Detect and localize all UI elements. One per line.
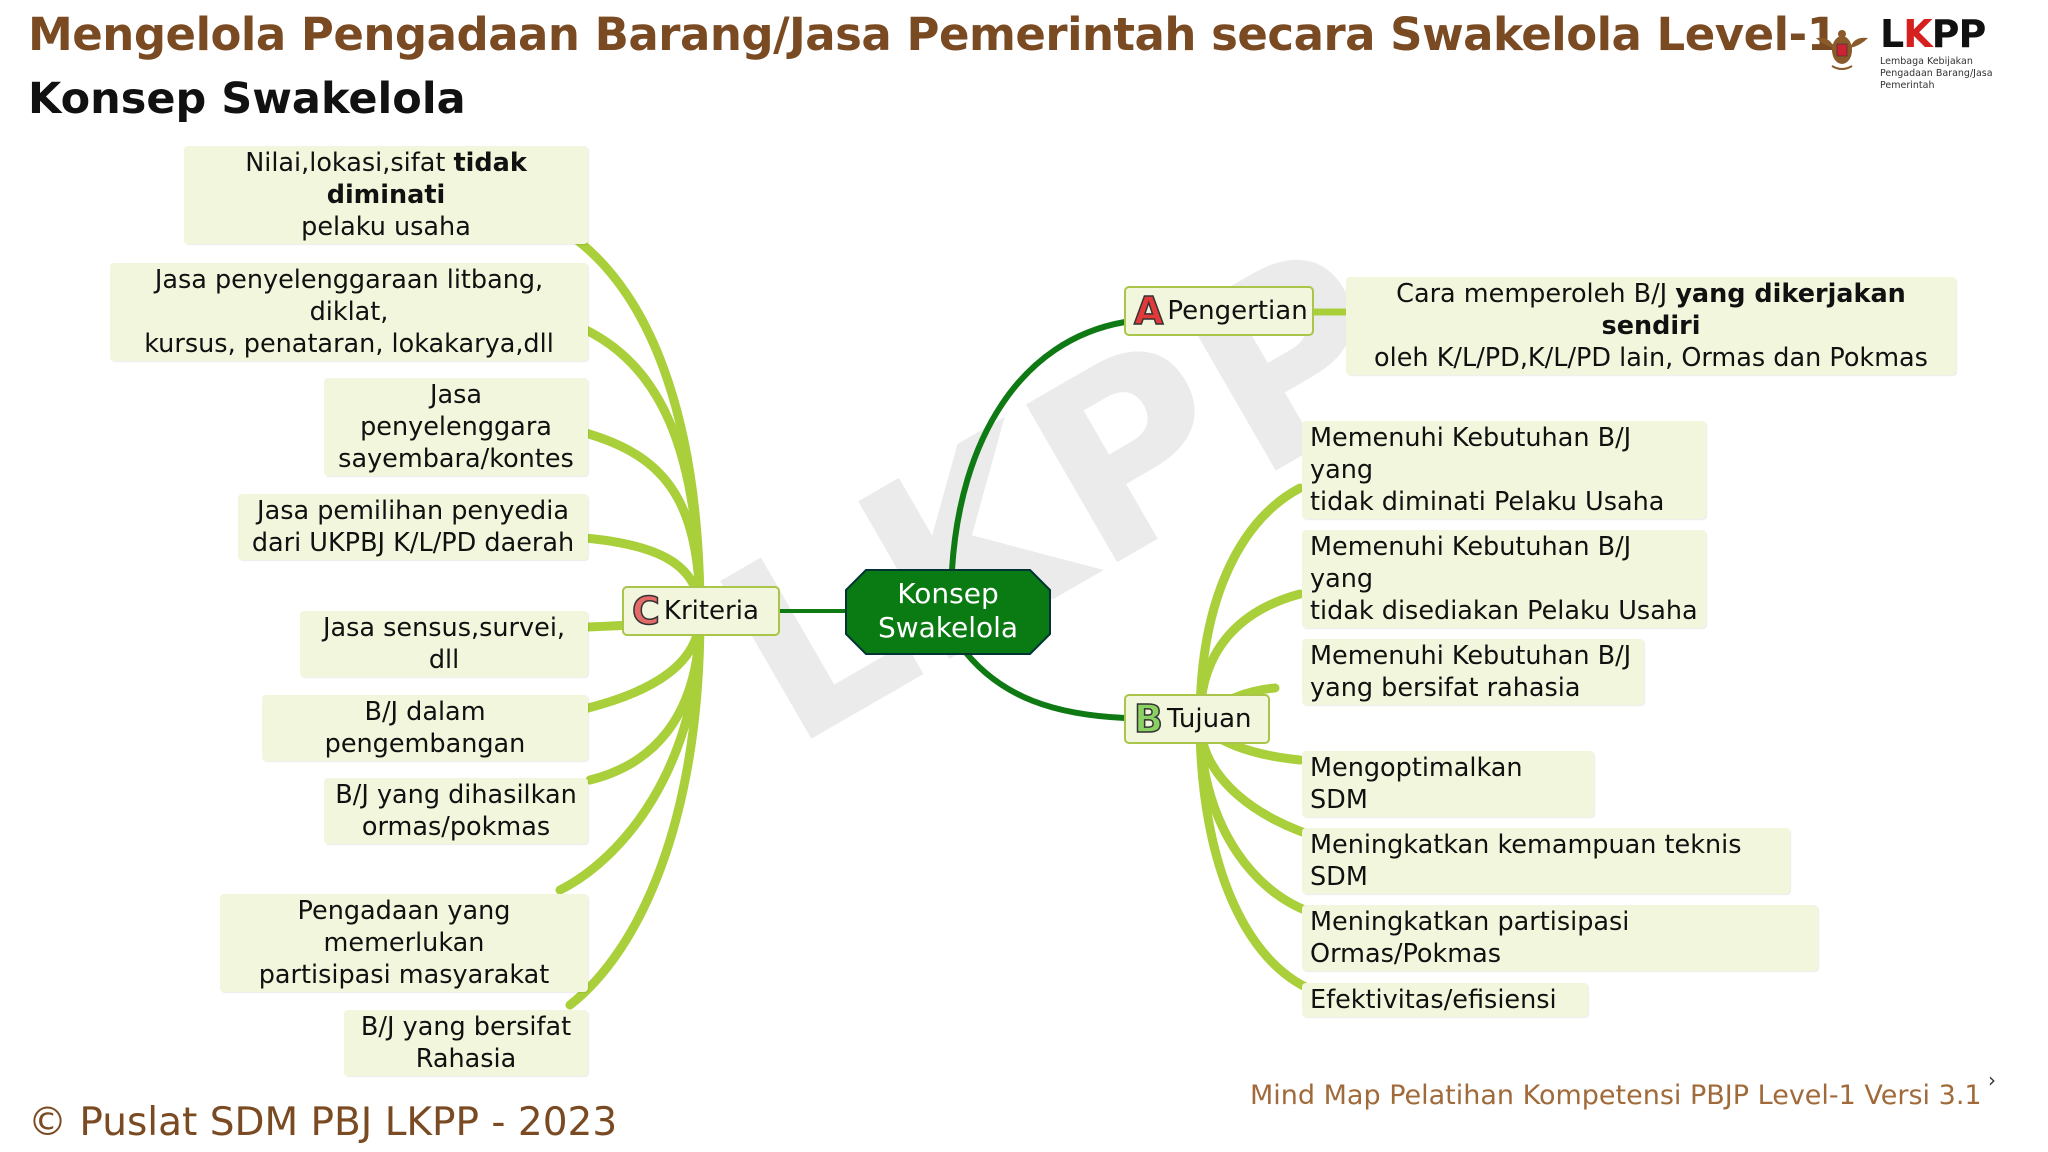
lkpp-logo-caption: Lembaga Kebijakan Pengadaan Barang/Jasa … xyxy=(1880,56,1993,91)
center-node-shape xyxy=(845,569,1051,655)
chevron-right-icon: › xyxy=(1988,1068,1996,1092)
tujuan-item: Meningkatkan partisipasi Ormas/Pokmas xyxy=(1302,905,1818,971)
lkpp-logo: LKPP xyxy=(1880,12,1986,56)
kriteria-item: Nilai,lokasi,sifat tidak diminati pelaku… xyxy=(184,146,588,244)
pengertian-label: Pengertian xyxy=(1167,296,1308,326)
tujuan-item: Efektivitas/efisiensi xyxy=(1302,983,1588,1017)
letter-a-icon: A xyxy=(1133,288,1164,334)
kriteria-label: Kriteria xyxy=(663,596,759,626)
tujuan-hub: B Tujuan xyxy=(1124,694,1270,744)
copyright-text: © Puslat SDM PBJ LKPP - 2023 xyxy=(28,1100,618,1145)
kriteria-item: Jasa penyelenggaraan litbang, diklat,kur… xyxy=(110,263,588,361)
footer-caption: Mind Map Pelatihan Kompetensi PBJP Level… xyxy=(1250,1080,1982,1111)
kriteria-item: B/J dalam pengembangan xyxy=(262,695,588,761)
tujuan-label: Tujuan xyxy=(1166,704,1252,734)
tujuan-item: Meningkatkan kemampuan teknis SDM xyxy=(1302,828,1790,894)
kriteria-item: Jasa sensus,survei, dll xyxy=(300,611,588,677)
letter-c-icon: C xyxy=(631,588,660,634)
kriteria-hub: C Kriteria xyxy=(622,586,780,636)
letter-b-icon: B xyxy=(1133,696,1163,742)
page-title: Mengelola Pengadaan Barang/Jasa Pemerint… xyxy=(28,8,1838,61)
page-subtitle: Konsep Swakelola xyxy=(28,74,466,124)
tujuan-item: Mengoptimalkan SDM xyxy=(1302,751,1594,817)
pengertian-detail: Cara memperoleh B/J yang dikerjakan send… xyxy=(1346,277,1956,375)
pengertian-hub: A Pengertian xyxy=(1124,286,1314,336)
garuda-emblem-icon xyxy=(1816,30,1868,70)
center-node: Konsep Swakelola xyxy=(877,577,1019,644)
